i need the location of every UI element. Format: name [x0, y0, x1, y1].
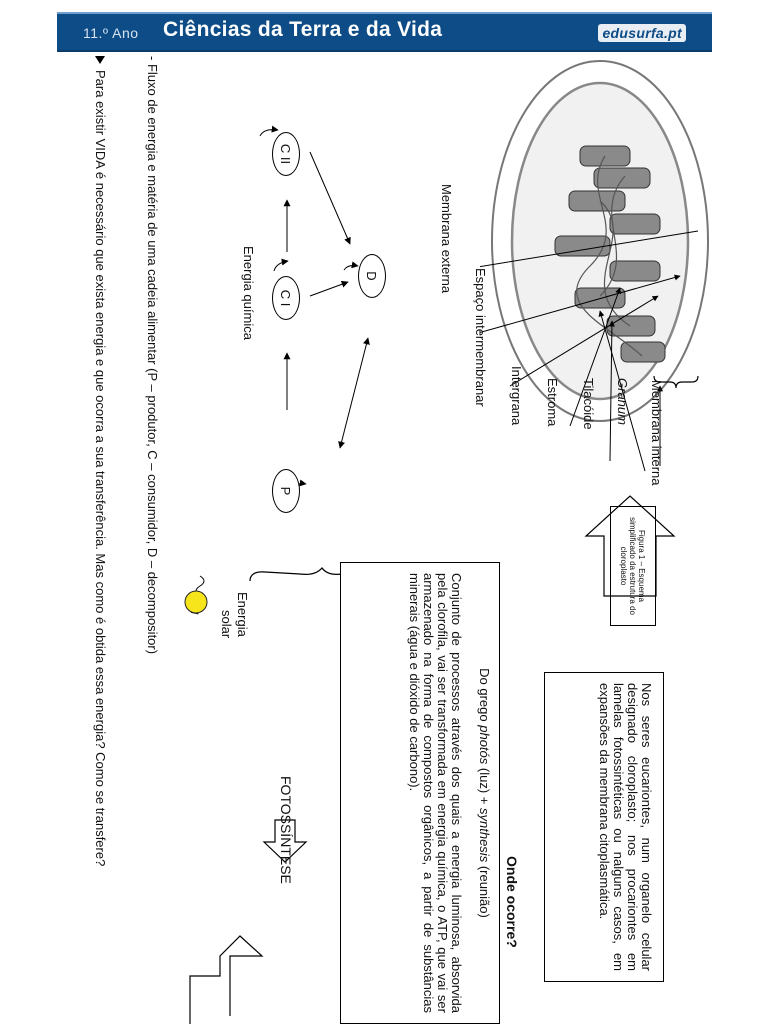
hollow-arrow-figure: [584, 495, 676, 597]
producer-node: P: [272, 469, 300, 513]
solar-energy-label: Energia solar: [219, 592, 250, 639]
photosynthesis-title: FOTOSSÍNTESE: [278, 776, 294, 884]
diagram-lines: [189, 125, 676, 1024]
label-intergrana: Intergrana: [509, 366, 524, 426]
where-question: Onde ocorre?: [504, 856, 520, 948]
sun-icon: [184, 590, 208, 614]
chemical-energy-label: Energia química: [241, 246, 256, 340]
site-logo[interactable]: edusurfa.pt: [598, 24, 686, 42]
definition-text: Conjunto de processos através dos quais …: [407, 573, 464, 1013]
label-thylakoid: Tilacóide: [581, 378, 596, 430]
definition-box: Do grego photós (luz) + synthesis (reuni…: [340, 562, 500, 1024]
label-granum: Granum: [615, 378, 630, 425]
decomposer-node: D: [358, 254, 386, 298]
granum-brace-icon: [653, 375, 699, 389]
etymology: Do grego photós (luz) + synthesis (reuni…: [477, 668, 492, 918]
grade-label: 11.º Ano: [83, 25, 139, 41]
rotated-content: Para existir VIDA é necessário que exist…: [93, 56, 720, 1024]
figure-caption: Figura 1 – Esquema simplificado da estru…: [610, 506, 656, 626]
where-answer-text: Nos seres eucariontes, num organelo celu…: [597, 683, 654, 971]
hollow-arrow-photosynthesis: [262, 819, 308, 863]
label-stroma: Estroma: [545, 378, 560, 427]
label-outer-membrane: Membrana externa: [439, 184, 454, 294]
grana-stacks: [554, 145, 666, 363]
hollow-arrow-where: [189, 935, 264, 1024]
consumer-2-node: C II: [272, 132, 300, 176]
header-banner: 11.º Ano Ciências da Terra e da Vida edu…: [57, 12, 712, 52]
where-answer-box: Nos seres eucariontes, num organelo celu…: [544, 672, 664, 982]
label-inner-membrane: Membrana interna: [649, 380, 664, 486]
label-intermembrane-space: Espaço intermembranar: [473, 268, 488, 407]
page-title: Ciências da Terra e da Vida: [163, 18, 443, 41]
chloroplast-illustration: [480, 60, 709, 472]
consumer-1-node: C I: [272, 276, 300, 320]
